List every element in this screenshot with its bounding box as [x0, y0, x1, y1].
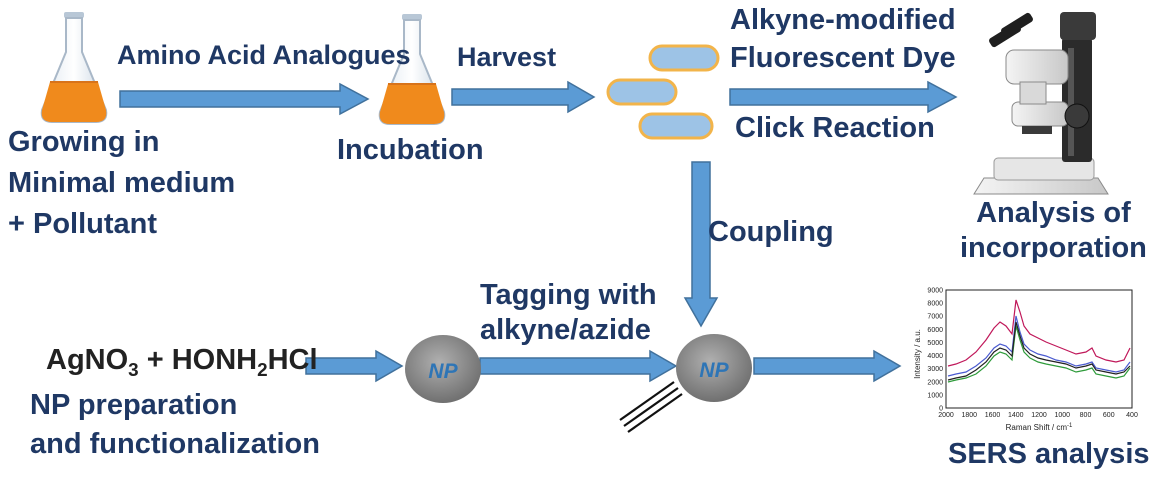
sers-xtick-label: 800	[1080, 412, 1092, 419]
np-label: NP	[428, 360, 458, 383]
sers-ytick-label: 2000	[927, 379, 943, 386]
sers-spectrum-green	[947, 325, 1131, 383]
np-label-functionalized: NP	[699, 359, 729, 382]
sers-xtick-label: 600	[1103, 412, 1115, 419]
sers-spectrum-blue	[947, 315, 1131, 377]
sers-spectrum-black	[947, 321, 1131, 381]
sers-ytick-label: 8000	[927, 301, 943, 308]
label-tagging: Tagging with alkyne/azide	[480, 278, 657, 348]
label-alkyne-dye-line1: Alkyne-modified	[730, 4, 956, 36]
sers-xtick-label: 1200	[1031, 412, 1047, 419]
sers-ytick-label: 5000	[927, 340, 943, 347]
nanoparticle-icon: NP	[405, 335, 481, 403]
arrow-tagging	[479, 349, 678, 383]
label-coupling: Coupling	[708, 216, 834, 248]
sers-ytick-label: 4000	[927, 353, 943, 360]
bacteria-icon	[606, 44, 720, 140]
label-analysis: Analysis of incorporation	[960, 196, 1147, 266]
sers-ytick-label: 1000	[927, 392, 943, 399]
label-analysis-line1: Analysis of	[976, 197, 1131, 229]
label-tagging-line1: Tagging with	[480, 279, 657, 311]
arrow-reagents-to-np	[305, 349, 404, 383]
sers-spectrum-red	[947, 299, 1131, 367]
label-growing: Growing in Minimal medium + Pollutant	[8, 122, 235, 246]
label-click-reaction: Click Reaction	[735, 112, 935, 144]
arrow-amino-to-incubation	[119, 82, 370, 116]
microscope-icon	[973, 12, 1109, 195]
arrow-coupling-down	[683, 161, 719, 328]
sers-ylabel: Intensity / a.u.	[913, 329, 922, 379]
arrow-np-to-sers	[753, 349, 902, 383]
label-harvest: Harvest	[457, 42, 557, 72]
flask-growing-icon	[40, 12, 108, 123]
reagent-hcl: HCl	[267, 344, 318, 376]
sers-xtick-label: 2000	[938, 412, 954, 419]
sers-xtick-label: 400	[1126, 412, 1138, 419]
label-growing-line3: + Pollutant	[8, 208, 158, 241]
label-amino-acid-analogues: Amino Acid Analogues	[117, 40, 411, 70]
functionalized-nanoparticle-icon: NP	[619, 334, 752, 433]
sers-xlabel: Raman Shift / cm-1	[1006, 423, 1073, 432]
label-np-preparation-line2: and functionalization	[30, 428, 320, 461]
label-tagging-line2: alkyne/azide	[480, 313, 651, 346]
label-reagents: AgNO3 + HONH2HCl	[46, 344, 318, 380]
sers-xtick-label: 1400	[1008, 412, 1024, 419]
sers-ytick-label: 6000	[927, 327, 943, 334]
sers-xtick-label: 1600	[985, 412, 1001, 419]
label-incubation: Incubation	[337, 134, 484, 166]
label-np-preparation-line1: NP preparation	[30, 389, 238, 421]
label-analysis-line2: incorporation	[960, 231, 1147, 264]
arrow-click-to-microscope	[729, 80, 958, 114]
label-alkyne-dye: Alkyne-modified Fluorescent Dye	[730, 2, 956, 77]
reagent-agno-sub: 3	[128, 358, 139, 380]
reagent-agno: AgNO	[46, 344, 129, 376]
label-alkyne-dye-line2: Fluorescent Dye	[730, 41, 956, 74]
reagent-honh: + HONH	[138, 344, 258, 376]
sers-ytick-label: 3000	[927, 366, 943, 373]
sers-ytick-label: 0	[939, 406, 943, 413]
label-growing-line2: Minimal medium	[8, 167, 236, 200]
sers-ytick-label: 7000	[927, 314, 943, 321]
label-np-preparation: NP preparation and functionalization	[30, 386, 320, 464]
sers-ytick-label: 9000	[927, 288, 943, 295]
flask-incubation-icon	[378, 14, 446, 125]
sers-xtick-label: 1000	[1054, 412, 1070, 419]
sers-xtick-label: 1800	[961, 412, 977, 419]
reagent-honh-sub: 2	[257, 358, 268, 380]
label-growing-line1: Growing in	[8, 126, 160, 158]
sers-spectrum-plot: Intensity / a.u. 90008000700060005000400…	[913, 288, 1138, 433]
arrow-harvest	[451, 80, 596, 114]
label-sers-analysis: SERS analysis	[948, 438, 1150, 470]
